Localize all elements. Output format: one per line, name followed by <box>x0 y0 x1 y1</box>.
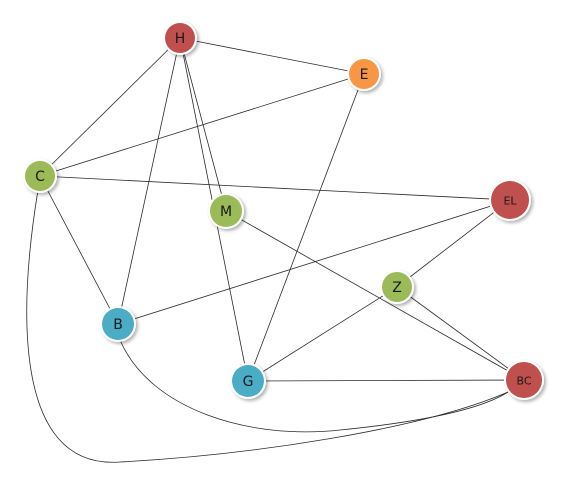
node-m: M <box>208 193 244 229</box>
edge-el-z <box>396 199 511 288</box>
edge-z-bc <box>396 286 525 381</box>
edge-g-bc <box>247 379 525 382</box>
node-el: EL <box>489 179 531 221</box>
node-h: H <box>163 21 197 55</box>
edge-h-e <box>179 37 365 75</box>
node-b: B <box>100 306 136 342</box>
node-e-label: E <box>360 67 369 83</box>
edge-h-c <box>39 37 181 177</box>
edge-m-bc <box>225 210 525 381</box>
edge-z-g <box>247 286 398 382</box>
node-e-circle <box>349 59 379 89</box>
edge-c-el <box>39 175 511 201</box>
node-b-label: B <box>113 317 123 333</box>
node-g-circle <box>232 365 264 397</box>
node-h-circle <box>165 23 195 53</box>
edge-c-bc <box>26 189 509 463</box>
edge-h-b <box>117 37 181 325</box>
edge-e-g <box>247 73 365 382</box>
node-bc-label: BC <box>516 375 531 388</box>
node-g: G <box>230 363 266 399</box>
node-el-label: EL <box>503 195 517 208</box>
node-e: E <box>347 57 381 91</box>
node-z-circle <box>382 272 412 302</box>
node-z: Z <box>380 270 414 304</box>
node-g-label: G <box>243 374 254 390</box>
node-h-label: H <box>175 31 186 47</box>
edge-b-bc <box>119 339 509 433</box>
edges-layer <box>26 37 525 463</box>
node-c-circle <box>25 161 55 191</box>
edge-el-b <box>117 199 511 325</box>
node-z-label: Z <box>392 280 402 296</box>
node-el-circle <box>491 181 529 219</box>
node-bc-circle <box>506 362 542 398</box>
node-c-label: C <box>35 169 45 185</box>
node-c: C <box>23 159 57 193</box>
node-m-circle <box>210 195 242 227</box>
node-b-circle <box>102 308 134 340</box>
nodes-layer: H E C M EL Z B G BC <box>23 21 544 400</box>
edge-e-c <box>39 73 365 177</box>
edge-c-b <box>39 175 119 325</box>
node-m-label: M <box>220 204 232 220</box>
node-bc: BC <box>504 360 544 400</box>
